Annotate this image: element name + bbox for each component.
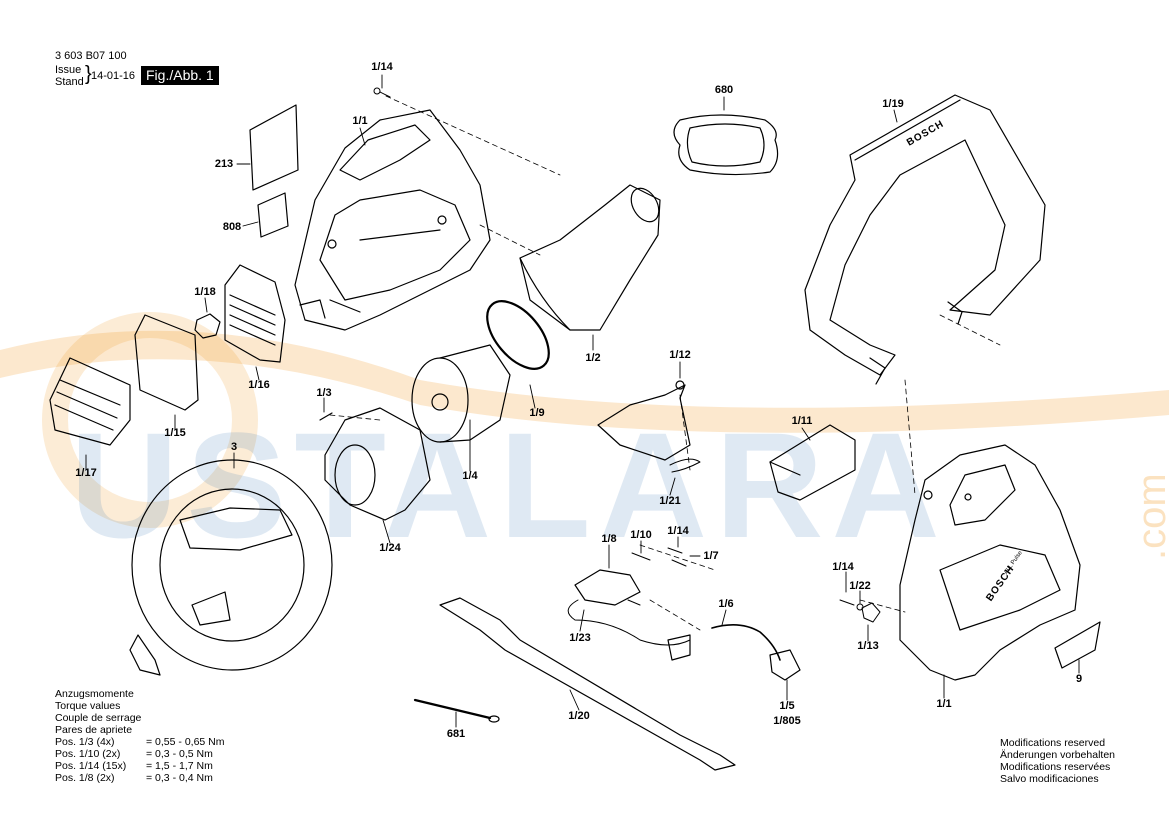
part-label: 1/12 <box>669 349 691 361</box>
part-label: 1/19 <box>882 98 904 110</box>
issue-label: Issue <box>55 64 82 76</box>
torque-title: Pares de apriete <box>55 724 133 736</box>
strain-relief-1-23 <box>667 634 691 661</box>
torque-row: Pos. 1/10 (2x) = 0,3 - 0,5 Nm <box>55 748 225 760</box>
torque-value: = 0,55 - 0,65 Nm <box>146 736 225 748</box>
torque-position: Pos. 1/10 (2x) <box>55 748 121 760</box>
stand-label: Stand <box>55 76 84 88</box>
part-label: 1/16 <box>248 379 270 391</box>
fan-housing-1-24 <box>324 407 431 521</box>
part-label: 808 <box>222 221 242 233</box>
part-label: 1/5 <box>779 700 795 712</box>
cable-1-6 <box>711 624 801 681</box>
torque-position: Pos. 1/8 (2x) <box>55 772 115 784</box>
grille-1-17 <box>49 357 131 446</box>
brush-681 <box>413 698 500 723</box>
switch-1-11 <box>769 424 856 501</box>
part-label: 1/1 <box>936 698 952 710</box>
housing-left-half <box>294 109 491 331</box>
part-213-label <box>249 104 299 191</box>
knob-1-18 <box>194 313 221 339</box>
part-label: 1/10 <box>630 529 652 541</box>
part-label: 1/1 <box>352 115 368 127</box>
rod-1-20 <box>439 597 736 771</box>
torque-value: = 0,3 - 0,5 Nm <box>146 748 213 760</box>
part-label: 1/3 <box>316 387 332 399</box>
part-label: 1/14 <box>667 525 689 537</box>
part-number: 3 603 B07 100 <box>55 50 127 62</box>
part-label: 1/4 <box>462 470 478 482</box>
housing-right-half <box>899 444 1081 681</box>
part-label: 680 <box>714 84 734 96</box>
figure-label: Fig./Abb. 1 <box>141 66 219 85</box>
leader-lines <box>85 74 1080 728</box>
part-label: 1/8 <box>601 533 617 545</box>
part-label: 1/23 <box>569 632 591 644</box>
part-label: 1/805 <box>773 715 801 727</box>
torque-title: Anzugsmomente <box>55 688 134 700</box>
bracket-1-12 <box>597 380 691 461</box>
issue-date: 14-01-16 <box>91 70 136 82</box>
part-label: 1/11 <box>791 415 813 427</box>
gasket-680 <box>673 114 779 176</box>
part-label: 3 <box>230 441 238 453</box>
torque-position: Pos. 1/3 (4x) <box>55 736 115 748</box>
grille-1-16 <box>224 264 286 363</box>
part-label: 1/17 <box>75 467 97 479</box>
part-label: 1/6 <box>718 598 734 610</box>
modifications-line: Modifications reservées <box>1000 761 1111 773</box>
part-label: 1/7 <box>703 550 719 562</box>
o-ring-1-9 <box>486 300 550 370</box>
assembly-dashlines <box>329 95 1001 631</box>
torque-title: Couple de serrage <box>55 712 142 724</box>
screws-middle <box>627 547 687 606</box>
motor-1-4 <box>411 344 511 443</box>
torque-value: = 0,3 - 0,4 Nm <box>146 772 213 784</box>
brace-glyph: } <box>85 63 92 85</box>
torque-value: = 1,5 - 1,7 Nm <box>146 760 213 772</box>
torque-row: Pos. 1/8 (2x) = 0,3 - 0,4 Nm <box>55 772 225 784</box>
modifications-line: Modifications reserved <box>1000 737 1106 749</box>
motor-housing-1-2 <box>519 184 661 331</box>
torque-title: Torque values <box>55 700 121 712</box>
part-label: 9 <box>1075 673 1083 685</box>
part-label: 1/2 <box>585 352 601 364</box>
torque-row: Pos. 1/14 (15x) = 1,5 - 1,7 Nm <box>55 760 225 772</box>
torque-notes: Anzugsmomente Torque values Couple de se… <box>55 688 225 784</box>
modifications-line: Salvo modificaciones <box>1000 773 1099 785</box>
part-label: 1/20 <box>568 710 590 722</box>
part-label: 1/22 <box>849 580 871 592</box>
part-label: 681 <box>446 728 466 740</box>
part-label: 1/13 <box>857 640 879 652</box>
part-label: 213 <box>214 158 234 170</box>
part-label: 1/14 <box>371 61 393 73</box>
part-label: 1/21 <box>659 495 681 507</box>
part-808-sticker <box>257 192 289 238</box>
hose-3 <box>129 459 333 676</box>
electronics-1-8 <box>567 569 691 646</box>
screw-top <box>373 87 391 98</box>
modifications-notice: Modifications reserved Änderungen vorbeh… <box>1000 737 1115 785</box>
part-label: 1/9 <box>529 407 545 419</box>
sticker-9 <box>1054 621 1101 669</box>
carrying-handle <box>804 94 1046 385</box>
torque-position: Pos. 1/14 (15x) <box>55 760 127 772</box>
spring-1-21 <box>669 458 701 473</box>
screw-1-3 <box>319 412 333 421</box>
part-label: 1/15 <box>164 427 186 439</box>
torque-row: Pos. 1/3 (4x) = 0,55 - 0,65 Nm <box>55 736 225 748</box>
part-label: 1/14 <box>832 561 854 573</box>
screws-right <box>839 599 881 623</box>
filter-1-15 <box>134 314 199 411</box>
part-label: 1/18 <box>194 286 216 298</box>
part-label: 1/24 <box>379 542 401 554</box>
modifications-line: Änderungen vorbehalten <box>1000 749 1116 761</box>
